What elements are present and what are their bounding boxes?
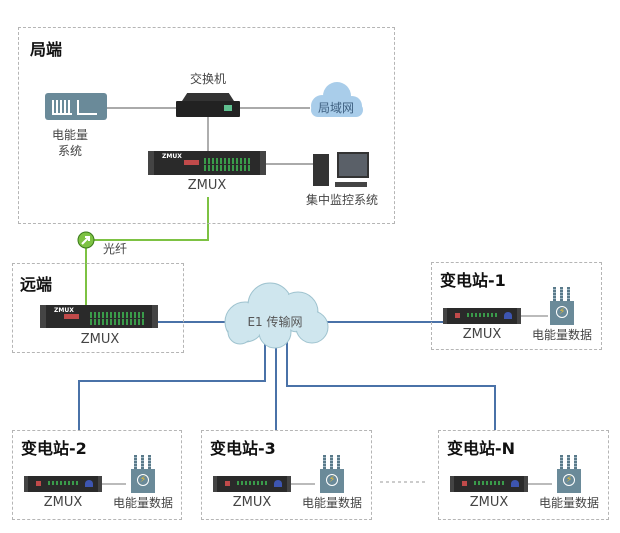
station-n-box	[438, 430, 609, 520]
monitor-computer-icon	[313, 152, 369, 190]
station-2-box	[12, 430, 182, 520]
energy-system-icon	[45, 93, 107, 120]
e1-lines	[78, 321, 496, 430]
station-3-transformer-icon: ⚡	[320, 455, 344, 493]
central-site-box	[18, 27, 395, 224]
station-1-box	[431, 262, 602, 350]
energy-system-label: 电能量系统	[52, 127, 88, 159]
remote-site-title: 远端	[20, 275, 53, 294]
station2-e1-line	[78, 340, 266, 430]
monitor-label: 集中监控系统	[305, 193, 379, 207]
station-3-data-label: 电能量数据	[301, 496, 363, 510]
station-3-zmux-device	[213, 476, 291, 492]
station-n-zmux-device	[450, 476, 528, 492]
station-2-title: 变电站-2	[21, 439, 87, 458]
lan-label: 局域网	[317, 101, 355, 115]
station-1-zmux-device	[443, 308, 521, 324]
energy-system-label-line2: 系统	[57, 144, 83, 158]
switch-icon	[176, 93, 240, 117]
remote-site-box	[12, 263, 184, 353]
stationN-e1-line	[286, 340, 496, 430]
station-3-title: 变电站-3	[210, 439, 276, 458]
switch-label: 交换机	[189, 72, 227, 86]
central-zmux-label: ZMUX	[187, 178, 227, 193]
station-3-box	[201, 430, 372, 520]
station-1-zmux-label: ZMUX	[462, 327, 502, 342]
station-2-transformer-icon: ⚡	[131, 455, 155, 493]
fiber-line	[85, 197, 209, 305]
station-n-zmux-label: ZMUX	[469, 495, 509, 510]
remote-zmux-device: ZMUX	[40, 305, 158, 328]
central-site-title: 局端	[30, 40, 63, 59]
station-2-zmux-device	[24, 476, 102, 492]
station-1-data-label: 电能量数据	[531, 328, 593, 342]
station-2-zmux-label: ZMUX	[43, 495, 83, 510]
central-zmux-device: ZMUX	[148, 151, 266, 175]
fiber-label: 光纤	[103, 242, 128, 256]
remote-zmux-label: ZMUX	[80, 332, 120, 347]
lan-cloud-icon	[311, 82, 363, 117]
station-2-data-label: 电能量数据	[112, 496, 174, 510]
station-n-title: 变电站-N	[447, 439, 516, 458]
station-1-transformer-icon: ⚡	[550, 287, 574, 325]
station-1-title: 变电站-1	[440, 271, 506, 290]
energy-system-label-line1: 电能量	[51, 128, 89, 142]
station-3-zmux-label: ZMUX	[232, 495, 272, 510]
e1-network-label: E1 传输网	[247, 315, 303, 329]
station-n-data-label: 电能量数据	[538, 496, 600, 510]
station-n-transformer-icon: ⚡	[557, 455, 581, 493]
